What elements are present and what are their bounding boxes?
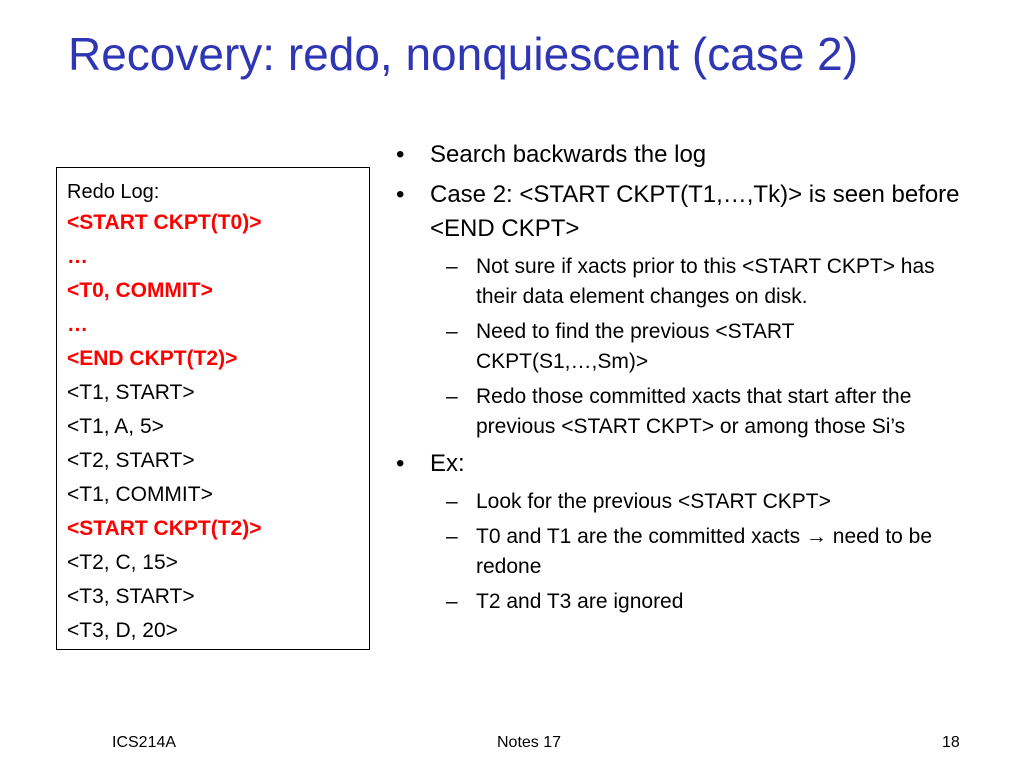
log-line: <START CKPT(T0)> <box>67 211 262 234</box>
sub-bullet-item: – Redo those committed xacts that start … <box>392 382 972 442</box>
slide-title: Recovery: redo, nonquiescent (case 2) <box>68 28 859 80</box>
sub-bullet-item: – Need to find the previous <START CKPT(… <box>392 317 972 377</box>
dash-icon: – <box>446 320 458 343</box>
dash-icon: – <box>446 385 458 408</box>
redo-log-box: Redo Log: <START CKPT(T0)> … <T0, COMMIT… <box>56 167 370 650</box>
bullet-item: • Ex: <box>392 447 972 481</box>
log-line: <T3, D, 20> <box>67 619 178 642</box>
log-line: <START CKPT(T2)> <box>67 517 262 540</box>
log-line: <T3, START> <box>67 585 195 608</box>
log-line: <T0, COMMIT> <box>67 279 213 302</box>
log-line: <T2, START> <box>67 449 195 472</box>
sub-bullet-text: Redo those committed xacts that start af… <box>476 385 912 438</box>
dash-icon: – <box>446 255 458 278</box>
sub-bullet-text: T2 and T3 are ignored <box>476 590 684 613</box>
bullet-text: Search backwards the log <box>430 141 707 168</box>
log-line: <END CKPT(T2)> <box>67 347 238 370</box>
sub-bullet-item: – Look for the previous <START CKPT> <box>392 487 972 517</box>
dash-icon: – <box>446 525 458 548</box>
dash-icon: – <box>446 590 458 613</box>
bullet-dot-icon: • <box>396 450 405 477</box>
footer-page-number: 18 <box>942 734 960 751</box>
bullet-item: • Case 2: <START CKPT(T1,…,Tk)> is seen … <box>392 178 972 246</box>
log-line: <T1, COMMIT> <box>67 483 213 506</box>
sub-bullet-item: – Not sure if xacts prior to this <START… <box>392 252 972 312</box>
sub-bullet-item: – T2 and T3 are ignored <box>392 587 972 617</box>
log-line: <T2, C, 15> <box>67 551 178 574</box>
dash-icon: – <box>446 490 458 513</box>
bullet-item: • Search backwards the log <box>392 138 972 172</box>
bullet-text: Case 2: <START CKPT(T1,…,Tk)> is seen be… <box>430 181 960 242</box>
sub-bullet-text: Look for the previous <START CKPT> <box>476 490 831 513</box>
bullet-dot-icon: • <box>396 141 405 168</box>
sub-bullet-item: – T0 and T1 are the committed xacts → ne… <box>392 522 972 582</box>
footer-notes: Notes 17 <box>497 734 562 751</box>
sub-bullet-text: T0 and T1 are the committed xacts → need… <box>476 525 933 578</box>
sub-bullet-text: Not sure if xacts prior to this <START C… <box>476 255 935 308</box>
log-line: <T1, START> <box>67 381 195 404</box>
log-line: … <box>67 245 88 268</box>
footer-course: ICS214A <box>112 734 177 751</box>
log-line: <T1, A, 5> <box>67 415 164 438</box>
log-line: … <box>67 313 88 336</box>
bullet-dot-icon: • <box>396 181 405 208</box>
bullet-text: Ex: <box>430 450 465 477</box>
bullet-list: • Search backwards the log • Case 2: <ST… <box>392 138 972 622</box>
sub-bullet-text: Need to find the previous <START CKPT(S1… <box>476 320 795 373</box>
redo-log-header: Redo Log: <box>67 181 160 203</box>
